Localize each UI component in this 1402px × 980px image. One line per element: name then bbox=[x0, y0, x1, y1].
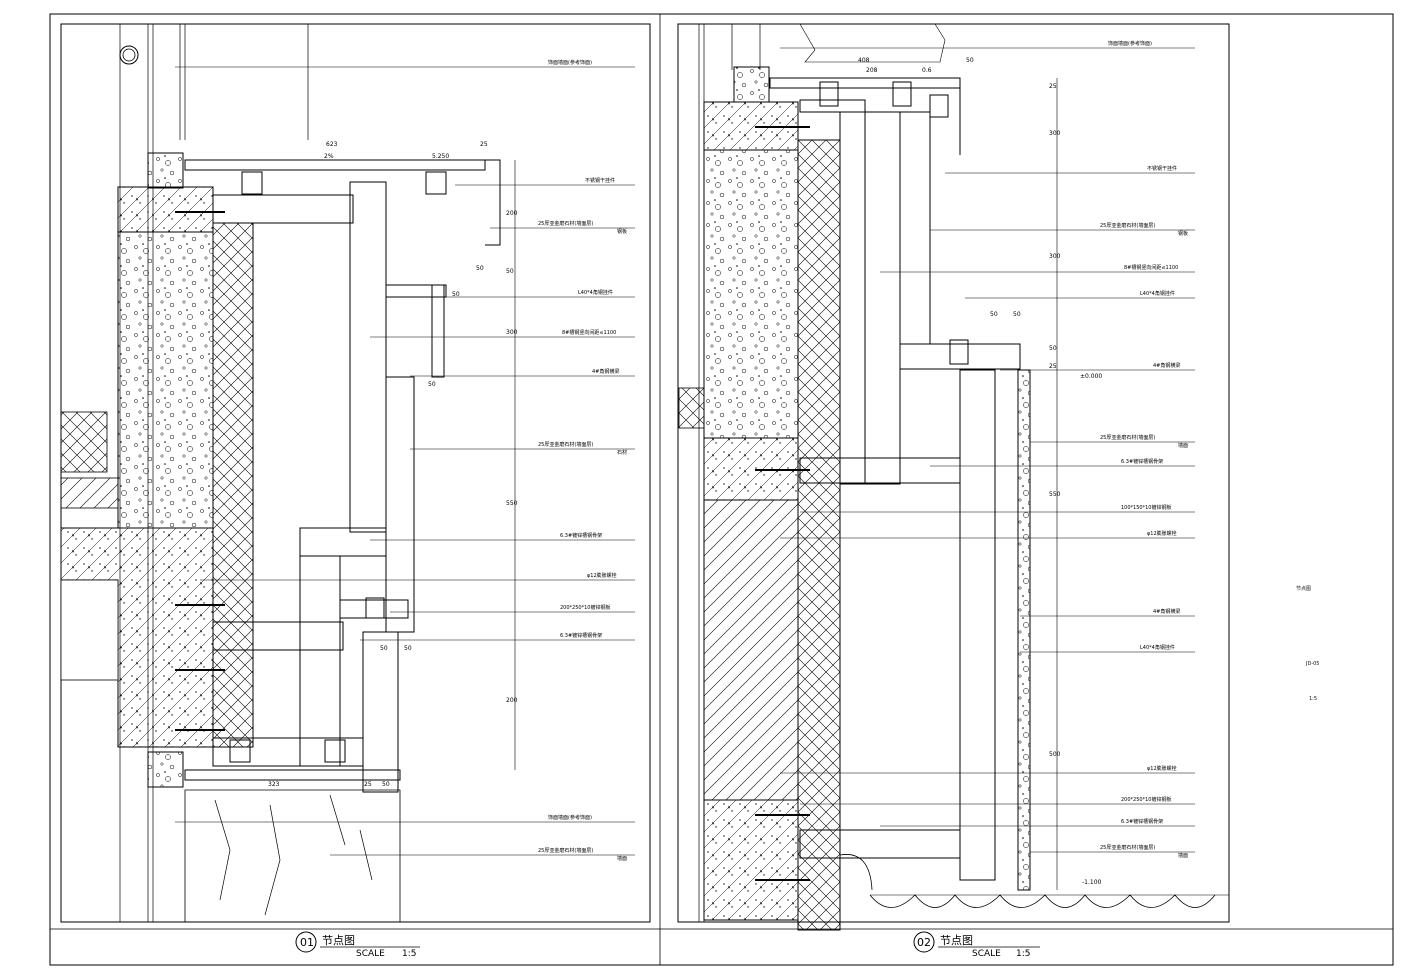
p1-callout-9: 6.3#镀锌槽钢骨架 bbox=[560, 532, 602, 539]
p1-title: 节点图 bbox=[322, 934, 355, 947]
p1-dim-9: 550 bbox=[506, 500, 518, 507]
p2-dim-4: 25 bbox=[1049, 83, 1057, 90]
p1-dim-13: 323 bbox=[268, 781, 280, 788]
p2-dim-2: 0.6 bbox=[922, 67, 932, 74]
p1-callout-13: 饰面墙面(参考饰面) bbox=[548, 814, 592, 821]
p2-callout-0: 饰面墙面(参考饰面) bbox=[1108, 40, 1152, 47]
pipe-icon bbox=[119, 45, 139, 65]
p2-dim-10: 25 bbox=[1049, 363, 1057, 370]
p1-dim-8: 300 bbox=[506, 329, 518, 336]
p2-callout-18: 墙面 bbox=[1178, 852, 1188, 859]
p2-scale-label: SCALE bbox=[972, 949, 1001, 959]
p2-callout-3: 钢板 bbox=[1178, 230, 1188, 237]
p2-dim-12: 550 bbox=[1049, 491, 1061, 498]
p1-dim-6: 50 bbox=[452, 291, 460, 298]
concrete-block-2 bbox=[703, 149, 799, 439]
p2-dim-9: 50 bbox=[1049, 345, 1057, 352]
floor-finish-2 bbox=[869, 894, 1216, 908]
p1-dim-12: 200 bbox=[506, 697, 518, 704]
p2-dim-1: 208 bbox=[866, 67, 878, 74]
p2-callout-13: L40*4角钢挂件 bbox=[1140, 644, 1175, 651]
p1-callout-5: 8#槽钢竖向间距≤1100 bbox=[562, 329, 616, 336]
panel-02-frame bbox=[677, 23, 1230, 923]
p1-dim-0: 623 bbox=[326, 141, 338, 148]
steel-post bbox=[349, 181, 387, 533]
p2-callout-1: 不锈钢干挂件 bbox=[1147, 165, 1177, 172]
p1-dim-16: 2% bbox=[324, 153, 334, 160]
detail-panel-01: 饰面墙面(参考饰面) 不锈钢干挂件 25厚亚金磨石材(墙面层) 钢板 L40*4… bbox=[60, 23, 651, 959]
p2-dim-5: 300 bbox=[1049, 130, 1061, 137]
p1-callout-1: 不锈钢干挂件 bbox=[585, 177, 615, 184]
p1-callout-4: L40*4角钢挂件 bbox=[578, 289, 613, 296]
p1-dim-2: 25 bbox=[480, 141, 488, 148]
p1-callout-0: 饰面墙面(参考饰面) bbox=[548, 59, 592, 66]
p1-dim-11: 50 bbox=[404, 645, 412, 652]
p2-title: 节点图 bbox=[940, 934, 973, 947]
detail-panel-02: 饰面墙面(参考饰面) 不锈钢干挂件 25厚亚金磨石材(墙面层) 钢板 8#槽钢竖… bbox=[677, 23, 1230, 959]
p2-title-number: 02 bbox=[917, 936, 931, 949]
stone-panel-2 bbox=[1017, 369, 1031, 891]
p2-scale-value: 1:5 bbox=[1016, 949, 1030, 959]
concrete-block bbox=[117, 231, 214, 529]
p1-callout-11: 200*250*10镀锌钢板 bbox=[560, 604, 610, 611]
p2-callout-4: 8#槽钢竖向间距≤1100 bbox=[1124, 264, 1178, 271]
p1-dim-3: 200 bbox=[506, 210, 518, 217]
sheet-border bbox=[49, 13, 1394, 966]
p2-callout-9: 6.3#镀锌槽钢骨架 bbox=[1121, 458, 1163, 465]
p1-callout-14: 25厚亚金磨石材(墙面层) bbox=[538, 847, 593, 854]
p1-callout-10: φ12膨胀螺栓 bbox=[587, 572, 617, 579]
p2-callout-11: φ12膨胀螺栓 bbox=[1147, 530, 1177, 537]
p2-callout-5: L40*4角钢挂件 bbox=[1140, 290, 1175, 297]
p2-dim-8: 50 bbox=[1013, 311, 1021, 318]
p2-callout-10: 100*150*10镀锌钢板 bbox=[1121, 504, 1171, 511]
p1-dim-4: 50 bbox=[476, 265, 484, 272]
insulation-layer-2 bbox=[797, 139, 841, 931]
p1-callout-3: 钢板 bbox=[617, 228, 627, 235]
right-note-0: 节点图 bbox=[1296, 586, 1311, 592]
top-stone-cap bbox=[184, 159, 486, 171]
p1-callout-6: 4#角钢横梁 bbox=[592, 368, 619, 375]
p2-callout-6: 4#角钢横梁 bbox=[1153, 362, 1180, 369]
p2-dim-14: -1.100 bbox=[1082, 879, 1102, 886]
right-note-2: 1:5 bbox=[1309, 696, 1317, 702]
p2-callout-2: 25厚亚金磨石材(墙面层) bbox=[1100, 222, 1155, 229]
p2-dim-13: 500 bbox=[1049, 751, 1061, 758]
p2-dim-11: ±0.000 bbox=[1080, 373, 1102, 380]
p1-dim-7: 50 bbox=[428, 381, 436, 388]
p1-callout-8: 石材 bbox=[617, 449, 627, 456]
p2-title-circle bbox=[913, 931, 935, 953]
right-note-1: JD-05 bbox=[1305, 661, 1320, 667]
p1-dim-5: 50 bbox=[506, 268, 514, 275]
p1-callout-2: 25厚亚金磨石材(墙面层) bbox=[538, 220, 593, 227]
p1-callout-7: 25厚亚金磨石材(墙面层) bbox=[538, 441, 593, 448]
p2-callout-17: 25厚亚金磨石材(墙面层) bbox=[1100, 844, 1155, 851]
p2-callout-8: 墙面 bbox=[1178, 442, 1188, 449]
p2-dim-0: 408 bbox=[858, 57, 870, 64]
insulation-layer bbox=[212, 222, 254, 748]
p1-dim-10: 50 bbox=[380, 645, 388, 652]
p1-title-number: 01 bbox=[300, 936, 314, 949]
p1-dim-1: 5.250 bbox=[432, 153, 449, 160]
steel-post-2 bbox=[899, 111, 931, 345]
p2-dim-6: 300 bbox=[1049, 253, 1061, 260]
p1-scale-label: SCALE bbox=[356, 949, 385, 959]
p1-callout-15: 墙面 bbox=[617, 855, 627, 862]
p2-dim-3: 50 bbox=[966, 57, 974, 64]
p2-callout-16: 6.3#镀锌槽钢骨架 bbox=[1121, 818, 1163, 825]
p2-dim-7: 50 bbox=[990, 311, 998, 318]
p1-title-circle bbox=[295, 931, 317, 953]
p2-callout-15: 200*250*10镀锌钢板 bbox=[1121, 796, 1171, 803]
p2-callout-7: 25厚亚金磨石材(墙面层) bbox=[1100, 434, 1155, 441]
p1-dim-14: 25 bbox=[364, 781, 372, 788]
p1-dim-15: 50 bbox=[382, 781, 390, 788]
p1-callout-12: 6.3#镀锌槽钢骨架 bbox=[560, 632, 602, 639]
p2-callout-14: φ12膨胀螺栓 bbox=[1147, 765, 1177, 772]
p2-callout-12: 4#角钢横梁 bbox=[1153, 608, 1180, 615]
p1-scale-value: 1:5 bbox=[402, 949, 416, 959]
